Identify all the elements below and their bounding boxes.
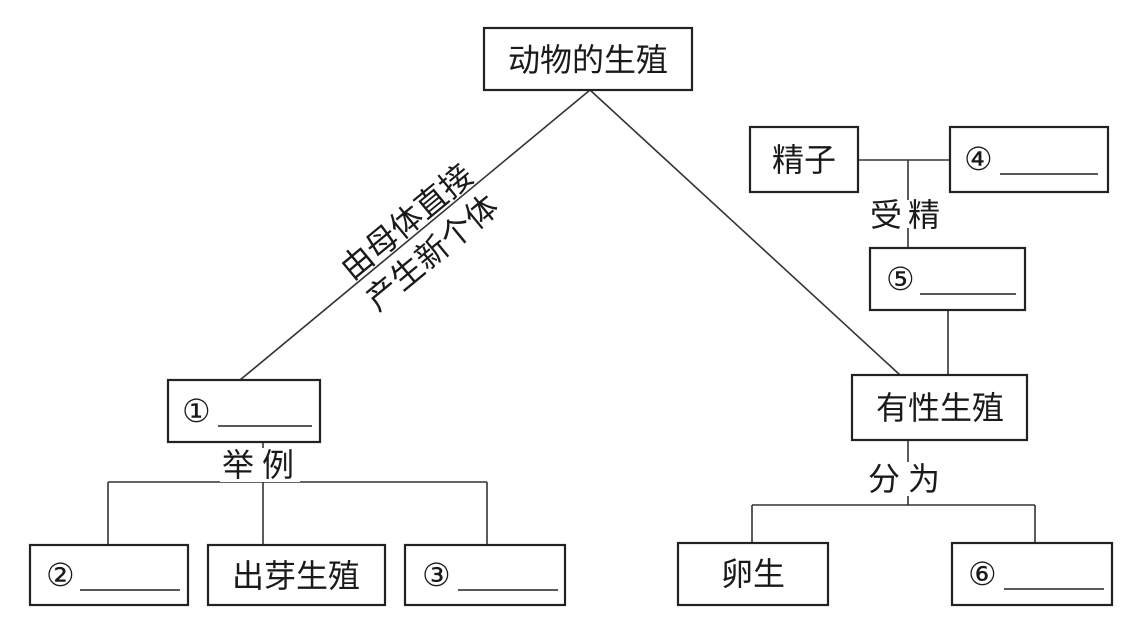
- fertilization-label: 受精: [870, 196, 946, 234]
- blank-5-label: ⑤: [886, 260, 915, 298]
- asexual-node: ①: [166, 378, 322, 444]
- blank-4-label: ④: [964, 140, 993, 178]
- asexual-child-3: ③: [403, 543, 567, 607]
- oviparous-label: 卵生: [721, 555, 785, 593]
- blank-3-label: ③: [422, 556, 451, 594]
- blank-6-label: ⑥: [968, 555, 997, 593]
- sexual-node: 有性生殖: [850, 373, 1029, 442]
- root-node: 动物的生殖: [482, 26, 694, 92]
- sperm-node: 精子: [748, 125, 860, 194]
- root-label: 动物的生殖: [508, 41, 668, 79]
- asexual-child-2: ②: [28, 543, 190, 607]
- example-label: 举例: [222, 446, 302, 484]
- sperm-label: 精子: [772, 141, 836, 179]
- asexual-child-budding: 出芽生殖: [206, 543, 387, 607]
- sexual-child-6: ⑥: [950, 541, 1114, 607]
- blank-1-label: ①: [182, 392, 211, 430]
- egg-node: ④: [948, 125, 1110, 194]
- sexual-label: 有性生殖: [876, 389, 1004, 427]
- budding-label: 出芽生殖: [232, 557, 360, 595]
- divide-label: 分为: [868, 460, 948, 498]
- blank-2-label: ②: [46, 556, 75, 594]
- zygote-node: ⑤: [868, 246, 1027, 312]
- oviparous-node: 卵生: [676, 541, 830, 607]
